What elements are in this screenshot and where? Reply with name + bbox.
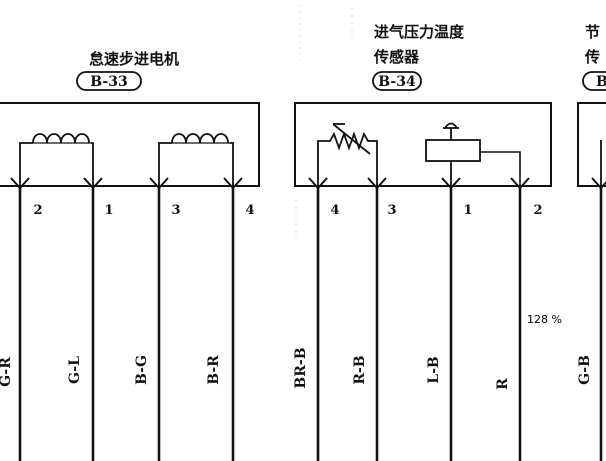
connector-label: B bbox=[582, 71, 606, 91]
wire-color-label: B-R bbox=[206, 355, 222, 385]
component-box bbox=[294, 102, 552, 187]
wire-color-label: BR-B bbox=[293, 347, 309, 388]
component-idle-stepper-motor: 怠速步进电机 B-33 bbox=[0, 50, 260, 461]
pin-number: 4 bbox=[330, 203, 339, 218]
wire-color-label: B-G bbox=[134, 355, 150, 385]
pin-terminal bbox=[149, 177, 169, 461]
thermistor-icon bbox=[317, 123, 378, 186]
component-title-fragment: 节 bbox=[585, 23, 600, 41]
pin-terminal bbox=[441, 177, 461, 461]
coil-icon bbox=[158, 133, 234, 186]
connector-id: B bbox=[596, 74, 606, 90]
component-title-line: 进气压力温度 bbox=[374, 23, 465, 41]
component-box bbox=[0, 102, 260, 187]
pin-number: 3 bbox=[387, 203, 396, 218]
component-intake-pressure-temp-sensor: 进气压力温度 传感器 B-34 bbox=[293, 23, 552, 461]
wire-color-label: G-L bbox=[67, 356, 83, 384]
connector-id: B-33 bbox=[90, 74, 127, 90]
pin-number: 2 bbox=[33, 203, 42, 218]
zoom-level-indicator: 128 % bbox=[527, 313, 562, 326]
connector-label: B-33 bbox=[76, 71, 142, 91]
component-box bbox=[577, 102, 606, 187]
pin-terminal bbox=[510, 177, 530, 461]
pin-number: 1 bbox=[104, 203, 113, 218]
component-title-fragment: 传 bbox=[584, 48, 600, 66]
component-title-line: 传感器 bbox=[373, 48, 420, 66]
pin-number: 2 bbox=[533, 203, 542, 218]
connector-id: B-34 bbox=[378, 74, 416, 90]
component-partial-right: 节 传 B G-B bbox=[577, 23, 606, 461]
wire-color-label: G-B bbox=[577, 355, 593, 385]
component-title: 怠速步进电机 bbox=[89, 50, 179, 68]
pin-terminal bbox=[10, 177, 30, 461]
pin-number: 4 bbox=[245, 203, 254, 218]
connector-label: B-34 bbox=[372, 71, 422, 91]
wire-color-label: L-B bbox=[426, 356, 442, 384]
wire-color-label: G-R bbox=[0, 357, 14, 387]
pin-terminal bbox=[367, 177, 387, 461]
wire-color-label: R bbox=[495, 378, 511, 390]
coil-icon bbox=[19, 133, 94, 186]
pin-terminal bbox=[591, 177, 606, 461]
pin-terminal bbox=[308, 177, 328, 461]
pin-terminal bbox=[83, 177, 103, 461]
pin-number: 1 bbox=[463, 203, 472, 218]
pressure-sensor-icon bbox=[425, 122, 521, 186]
pin-terminal bbox=[223, 177, 243, 461]
pin-number: 3 bbox=[171, 203, 180, 218]
wire-color-label: R-B bbox=[352, 355, 368, 384]
scan-artifact bbox=[295, 5, 353, 240]
